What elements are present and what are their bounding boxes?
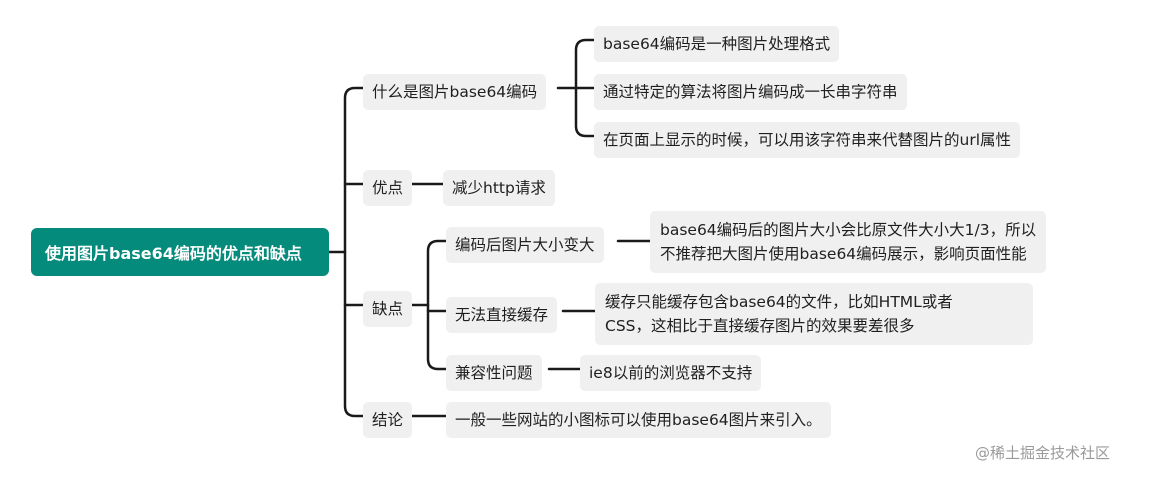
what-item-1-text: base64编码是一种图片处理格式 xyxy=(603,35,831,53)
watermark: @稀土掘金技术社区 xyxy=(975,442,1110,463)
cons-item-2-detail-line-1: 缓存只能缓存包含base64的文件，比如HTML或者 xyxy=(605,293,953,311)
watermark-text: @稀土掘金技术社区 xyxy=(975,444,1111,462)
branch-conclusion-node: 结论 xyxy=(363,402,413,438)
cons-item-3-label: 兼容性问题 xyxy=(455,364,533,382)
root-node: 使用图片base64编码的优点和缺点 xyxy=(31,228,329,276)
cons-item-3-detail: ie8以前的浏览器不支持 xyxy=(580,355,762,391)
cons-item-1-detail: base64编码后的图片大小会比原文件大小大1/3，所以 不推荐把大图片使用ba… xyxy=(650,211,1047,273)
cons-item-2-detail-line-2: CSS，这相比于直接缓存图片的效果要差很多 xyxy=(605,317,915,335)
cons-item-1-detail-line-2: 不推荐把大图片使用base64编码展示，影响页面性能 xyxy=(660,245,1027,263)
conclusion-item-1-text: 一般一些网站的小图标可以使用base64图片来引入。 xyxy=(455,411,822,429)
branch-conclusion-label: 结论 xyxy=(372,411,404,429)
what-item-2: 通过特定的算法将图片编码成一长串字符串 xyxy=(594,74,907,110)
cons-item-2-detail: 缓存只能缓存包含base64的文件，比如HTML或者 CSS，这相比于直接缓存图… xyxy=(595,283,1033,345)
cons-item-1-detail-line-1: base64编码后的图片大小会比原文件大小大1/3，所以 xyxy=(660,221,1037,239)
cons-item-3: 兼容性问题 xyxy=(446,355,542,391)
branch-what-node: 什么是图片base64编码 xyxy=(363,74,547,110)
branch-cons-label: 缺点 xyxy=(372,300,404,318)
branch-pros-label: 优点 xyxy=(372,179,404,197)
branch-cons-node: 缺点 xyxy=(363,291,413,327)
branch-what-label: 什么是图片base64编码 xyxy=(372,83,538,101)
cons-item-3-detail-text: ie8以前的浏览器不支持 xyxy=(589,364,753,382)
conclusion-item-1: 一般一些网站的小图标可以使用base64图片来引入。 xyxy=(446,402,831,438)
cons-item-1-label: 编码后图片大小变大 xyxy=(455,236,595,254)
what-item-3: 在页面上显示的时候，可以用该字符串来代替图片的url属性 xyxy=(594,122,1021,158)
pros-item-1: 减少http请求 xyxy=(443,170,555,206)
cons-item-2-label: 无法直接缓存 xyxy=(455,306,549,324)
cons-item-1: 编码后图片大小变大 xyxy=(446,227,604,263)
cons-item-2: 无法直接缓存 xyxy=(446,297,558,333)
pros-item-1-text: 减少http请求 xyxy=(452,179,546,197)
what-item-3-text: 在页面上显示的时候，可以用该字符串来代替图片的url属性 xyxy=(603,131,1012,149)
root-label: 使用图片base64编码的优点和缺点 xyxy=(45,244,302,263)
what-item-2-text: 通过特定的算法将图片编码成一长串字符串 xyxy=(603,83,898,101)
branch-pros-node: 优点 xyxy=(363,170,413,206)
what-item-1: base64编码是一种图片处理格式 xyxy=(594,26,840,62)
